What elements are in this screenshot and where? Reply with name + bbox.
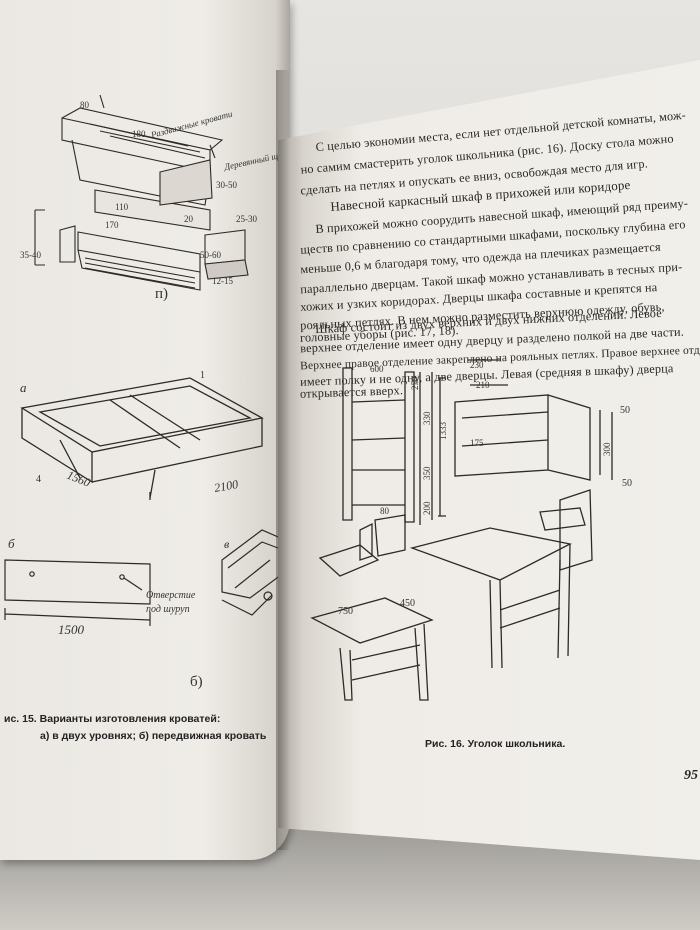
dim-200: 200 [422,501,432,515]
dim-350: 350 [422,466,432,480]
fig15-caption-line-1: ис. 15. Варианты изготовления кроватей: [4,713,221,725]
bed-dim-2100: 2100 [213,477,239,495]
bed-num-4: 4 [36,474,41,485]
board-letter-v: в [224,537,229,551]
dim-12-15: 12-15 [212,276,233,286]
dim-180: 180 [132,129,146,139]
fig15b-board [4,559,151,626]
board-hole-label-2: под шуруп [146,604,190,615]
dim-30-50: 30-50 [216,180,237,190]
board-letter-b: б [8,536,15,551]
bed-num-1: 1 [200,370,205,381]
dim-330: 330 [422,411,432,425]
dim-110: 110 [115,202,129,212]
dim-50-60: 50-60 [200,250,221,260]
dim-230: 230 [470,360,484,370]
fig16-caption: Рис. 16. Уголок школьника. [425,738,566,750]
right-page [278,60,700,860]
board-dim-1500: 1500 [58,622,85,637]
dim-175: 175 [470,438,484,448]
dim-25-30: 25-30 [236,214,257,224]
dim-1333: 1333 [438,422,448,441]
dim-35-40: 35-40 [20,250,41,260]
dim-600: 600 [370,364,384,374]
left-page [0,0,290,860]
dim-450: 450 [400,598,415,609]
dim-50b: 50 [622,478,632,489]
dim-80: 80 [80,100,90,110]
book-spine [276,70,290,850]
dim-300: 300 [602,442,612,456]
fig15a-drawing [34,94,249,291]
dim-50a: 50 [620,405,630,416]
bed-letter-a: а [20,380,27,395]
page-number: 95 [684,768,698,783]
dim-750: 750 [338,606,353,617]
panel-a-marker: п) [155,286,168,302]
dim-250: 250 [410,376,420,390]
dim-20: 20 [184,214,194,224]
board-hole-label-1: Отверстие [146,590,196,601]
dim-170: 170 [105,220,119,230]
fig15b-bed-frame [20,377,264,500]
dim-210: 210 [476,380,490,390]
panel-b-marker: б) [190,674,203,690]
dim-80: 80 [380,506,390,516]
fig15-caption-line-2: а) в двух уровнях; б) передвижная кроват… [40,730,267,742]
